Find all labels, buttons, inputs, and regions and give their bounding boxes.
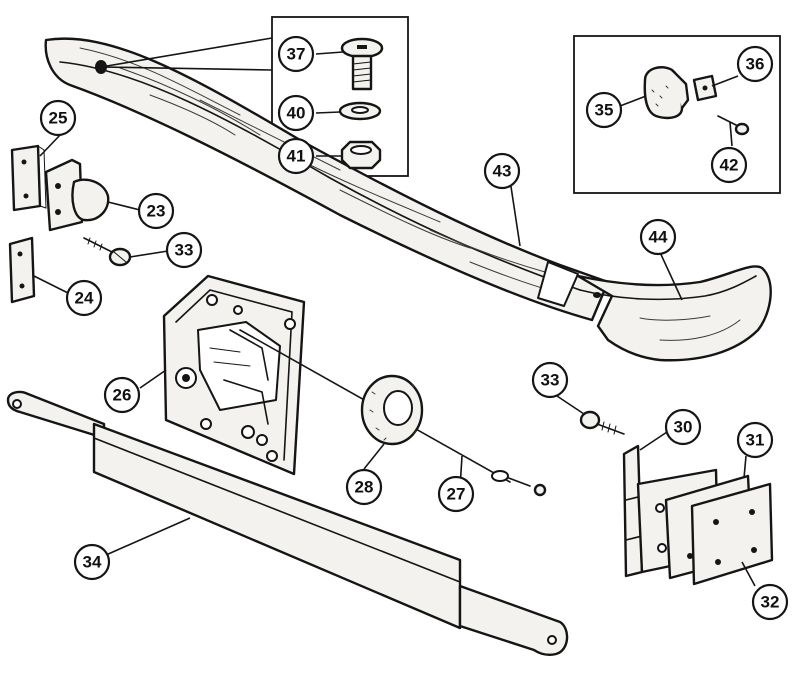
leader-lines: [33, 51, 756, 587]
callout-27: 27: [437, 475, 475, 513]
callout-37: 42: [710, 146, 748, 184]
svg-text:32: 32: [761, 593, 780, 612]
hinge-plate: [690, 482, 774, 586]
svg-text:34: 34: [83, 553, 102, 572]
svg-text:41: 41: [287, 147, 306, 166]
svg-text:30: 30: [674, 418, 693, 437]
svg-text:23: 23: [147, 202, 166, 221]
svg-text:33: 33: [541, 371, 560, 390]
callout-35: 35: [585, 91, 623, 129]
callout-30: 30: [664, 408, 702, 446]
svg-text:28: 28: [355, 478, 374, 497]
svg-text:27: 27: [447, 485, 466, 504]
buffer-screw: [717, 115, 750, 136]
inset-pointer-bottom: [100, 66, 273, 71]
door-lock: [162, 274, 306, 476]
buffer-plate: [692, 74, 718, 102]
svg-text:36: 36: [746, 55, 765, 74]
buffer-inset-box: [573, 35, 781, 194]
bolt: [340, 37, 384, 91]
svg-text:37: 37: [287, 45, 306, 64]
door-frame-wood: [44, 37, 610, 322]
callout-33-lower: 33: [531, 361, 569, 399]
callout-28: 28: [345, 468, 383, 506]
callout-25: 25: [39, 99, 77, 137]
callout-26: 26: [103, 376, 141, 414]
svg-text:35: 35: [595, 101, 614, 120]
svg-text:31: 31: [746, 431, 765, 450]
callout-32: 32: [751, 583, 789, 621]
callout-40: 37: [277, 35, 315, 73]
callout-34: 34: [73, 543, 111, 581]
callout-33-upper: 33: [165, 231, 203, 269]
screw-lower: [579, 410, 625, 435]
buffer: [643, 66, 690, 120]
callout-36: 36: [736, 45, 774, 83]
callout-43: 43: [483, 152, 521, 190]
screw-upper: [83, 237, 132, 267]
inset-pointer-top: [100, 37, 273, 68]
svg-text:33: 33: [175, 241, 194, 260]
callout-24: 24: [65, 279, 103, 317]
lock-striker: [44, 158, 110, 232]
callout-41: 40: [277, 94, 315, 132]
washer: [338, 101, 382, 121]
svg-text:25: 25: [49, 109, 68, 128]
packing-plate-small: [8, 236, 36, 304]
callout-23: 23: [137, 192, 175, 230]
door-frame-end: [576, 265, 772, 362]
callout-42: 41: [277, 137, 315, 175]
nut: [340, 140, 382, 170]
callout-31: 31: [736, 421, 774, 459]
packing-plate: [10, 144, 47, 212]
svg-text:40: 40: [287, 104, 306, 123]
callout-44: 44: [639, 218, 677, 256]
svg-text:42: 42: [720, 156, 739, 175]
check-strap: [6, 390, 569, 656]
svg-text:43: 43: [493, 162, 512, 181]
svg-text:24: 24: [75, 289, 94, 308]
grommet: [360, 374, 424, 446]
svg-text:26: 26: [113, 386, 132, 405]
svg-text:44: 44: [649, 228, 668, 247]
